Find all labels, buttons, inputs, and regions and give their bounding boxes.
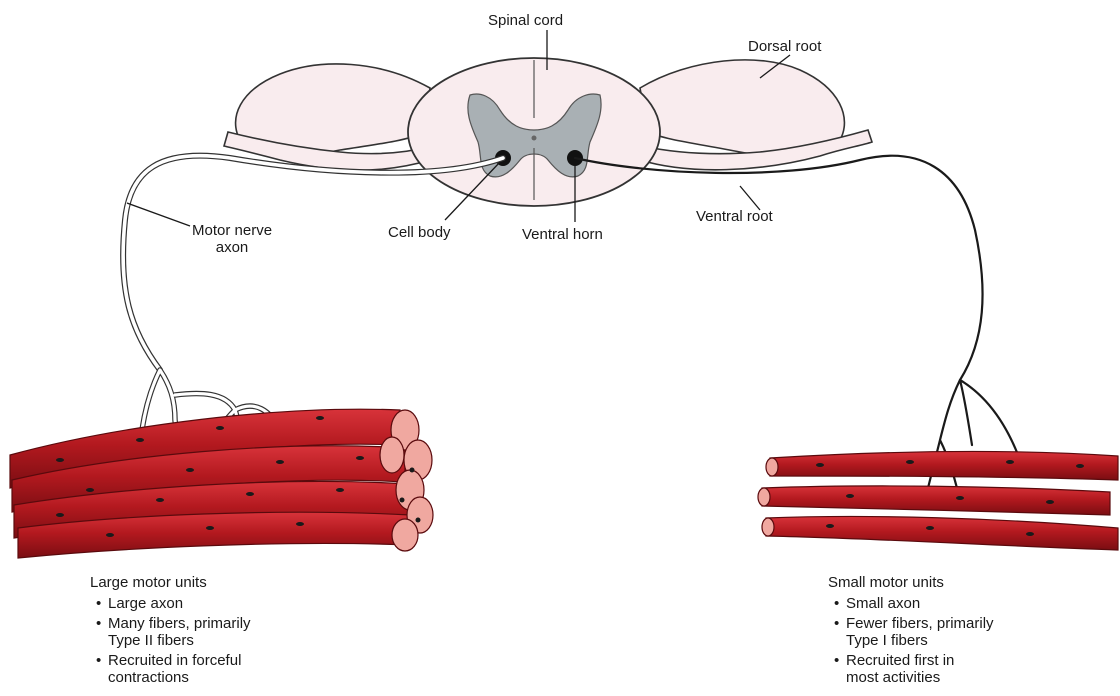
small-units-list: Small axon Fewer fibers, primarily Type …	[828, 595, 994, 686]
small-axon	[575, 156, 1020, 500]
small-units-title: Small motor units	[828, 574, 994, 591]
right-dorsal-root	[640, 60, 844, 157]
large-motor-units-caption: Large motor units Large axon Many fibers…	[90, 574, 251, 689]
label-ventral-root: Ventral root	[696, 208, 773, 225]
large-units-list: Large axon Many fibers, primarily Type I…	[90, 595, 251, 686]
list-item: Fewer fibers, primarily Type I fibers	[834, 615, 994, 649]
list-item: Large axon	[96, 595, 251, 612]
large-muscle-bundle	[10, 409, 433, 558]
list-item: Recruited in forceful contractions	[96, 652, 251, 686]
small-motor-units-caption: Small motor units Small axon Fewer fiber…	[828, 574, 994, 689]
large-units-title: Large motor units	[90, 574, 251, 591]
leader-motor-axon	[127, 203, 190, 226]
small-muscle-fibers	[758, 452, 1118, 550]
spinal-cord-section	[408, 58, 660, 206]
list-item: Recruited first in most activities	[834, 652, 994, 686]
list-item: Many fibers, primarily Type II fibers	[96, 615, 251, 649]
label-dorsal-root: Dorsal root	[748, 38, 821, 55]
label-spinal-cord: Spinal cord	[488, 12, 563, 29]
label-cell-body: Cell body	[388, 224, 451, 241]
label-motor-nerve-axon: Motor nerve axon	[192, 222, 272, 256]
list-item: Small axon	[834, 595, 994, 612]
leader-ventral-root	[740, 186, 760, 210]
central-canal	[532, 136, 537, 141]
small-fiber-2	[762, 486, 1110, 515]
small-fiber-3	[766, 516, 1118, 550]
label-ventral-horn: Ventral horn	[522, 226, 603, 243]
